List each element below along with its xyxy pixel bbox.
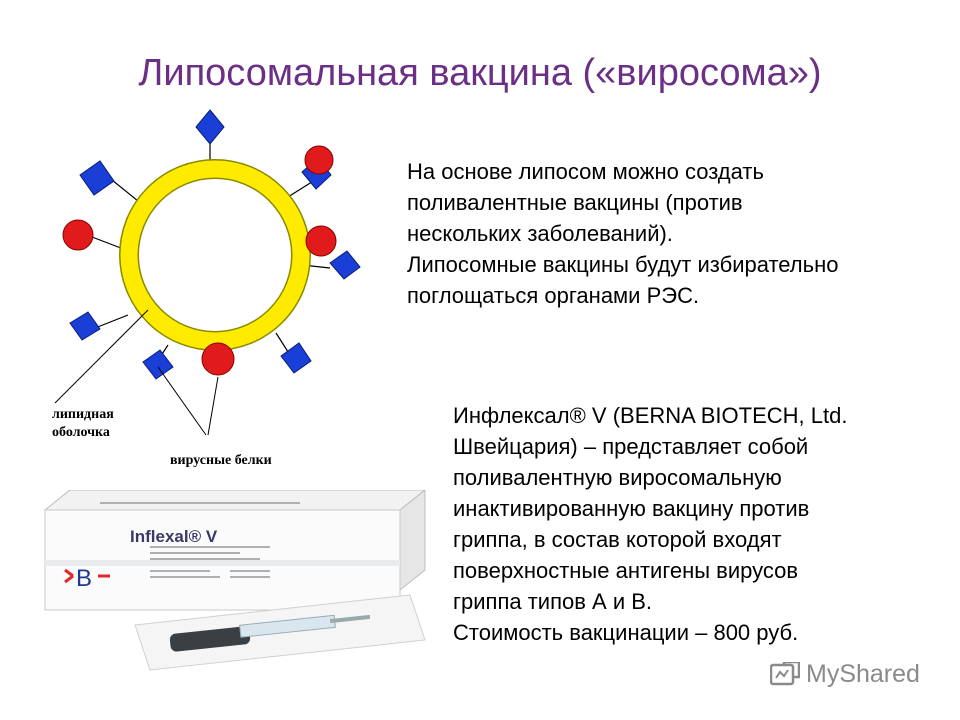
antigen-circle <box>201 342 235 376</box>
text-line: Швейцария) – представляет собой <box>453 434 809 459</box>
antigen-diamond <box>69 311 101 341</box>
label-viral-proteins: вирусные белки <box>170 453 272 468</box>
antigen-diamond <box>280 342 312 374</box>
text-line: Инфлексал® V (BERNA BIOTECH, Ltd. <box>453 403 848 428</box>
product-photo: Inflexal® V B <box>43 490 426 671</box>
antigen-diamond <box>142 349 174 380</box>
antigen-circle <box>62 219 94 251</box>
text-line: Липосомные вакцины будут избирательно <box>407 252 839 277</box>
text-line: поливалентную виросомальную <box>453 465 782 490</box>
company-logo: B <box>64 565 110 592</box>
box-fine-print <box>100 502 300 578</box>
box-stripe <box>45 560 400 566</box>
antigen-diamond <box>195 109 225 145</box>
label-lipid-line1: липидная <box>52 407 114 422</box>
text-line: На основе липосом можно создать <box>407 159 764 184</box>
virosome-diagram: липидная оболочка вирусные белки <box>52 109 361 468</box>
text-line: инактивированную вакцину против <box>453 496 810 521</box>
pointer-line-lipid <box>54 309 149 404</box>
pointer-line-protein <box>207 376 219 436</box>
text-line: нескольких заболеваний). <box>407 221 673 246</box>
antigen-diamond <box>329 250 361 280</box>
company-logo-letter: B <box>76 565 92 592</box>
watermark: MyShared <box>770 660 920 689</box>
antigen-circle <box>305 225 337 257</box>
antigen-diamond <box>79 160 115 196</box>
text-line: поверхностные антигены вирусов <box>453 558 799 583</box>
product-paragraph: Инфлексал® V (BERNA BIOTECH, Ltd. Швейца… <box>453 400 847 648</box>
description-paragraph: На основе липосом можно создать поливале… <box>407 156 839 311</box>
text-line: поливалентные вакцины (против <box>407 190 743 215</box>
pointer-line-protein <box>157 366 207 436</box>
lipid-shell-fill <box>120 160 310 350</box>
text-line: гриппа типов А и В. <box>453 589 653 614</box>
slide-title: Липосомальная вакцина («виросома») <box>138 52 822 94</box>
syringe <box>169 614 371 652</box>
text-line: Стоимость вакцинации – 800 руб. <box>453 620 799 645</box>
text-line: поглощаться органами РЭС. <box>407 283 700 308</box>
vaccine-box-top <box>43 490 426 511</box>
watermark-logo-icon <box>770 661 800 685</box>
antigen-circle <box>304 145 334 175</box>
label-lipid-line2: оболочка <box>52 425 110 440</box>
text-line: гриппа, в состав которой входят <box>453 527 782 552</box>
watermark-text: MyShared <box>806 660 920 688</box>
box-brand-name: Inflexal® V <box>130 527 218 546</box>
